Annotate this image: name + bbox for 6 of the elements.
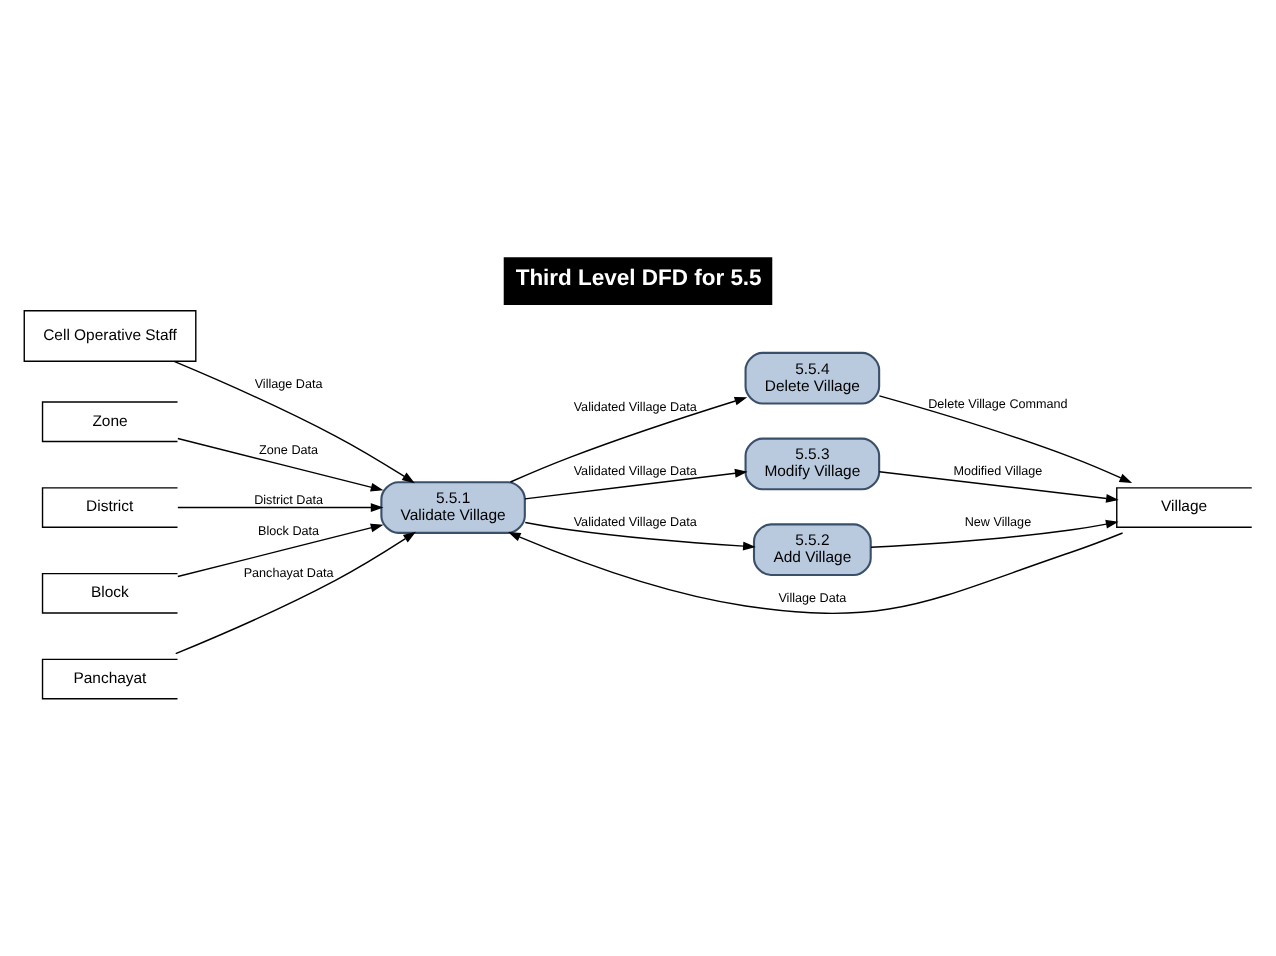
- node-text: Block: [91, 583, 129, 602]
- node-text: District: [86, 497, 134, 516]
- node-text: Zone: [92, 411, 128, 430]
- node-text: Panchayat: [73, 669, 147, 687]
- node-text: Village: [1161, 497, 1208, 516]
- diagram-title: Third Level DFD for 5.5: [515, 267, 762, 292]
